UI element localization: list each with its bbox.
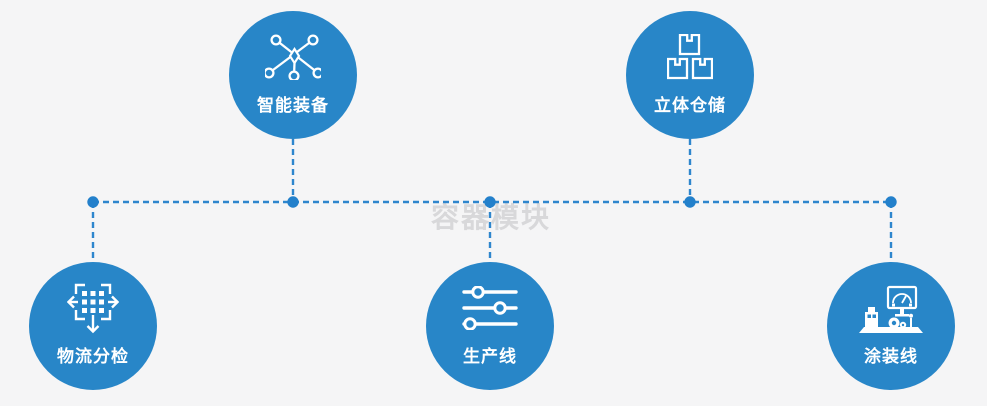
- node-label: 智能装备: [257, 96, 329, 116]
- junction-dot: [684, 196, 696, 208]
- node-smart-equipment[interactable]: 智能装备: [229, 11, 357, 139]
- network-nodes-icon: [265, 28, 321, 86]
- stacked-boxes-icon: [667, 28, 713, 86]
- node-label: 物流分检: [57, 347, 129, 367]
- junction-dot: [484, 196, 496, 208]
- node-label: 生产线: [463, 347, 517, 367]
- node-label: 涂装线: [864, 347, 918, 367]
- sorting-grid-arrows-icon: [67, 279, 119, 337]
- node-label: 立体仓储: [654, 96, 726, 116]
- node-stereo-warehouse[interactable]: 立体仓储: [626, 11, 754, 139]
- machine-monitor-icon: [858, 279, 924, 337]
- node-production-line[interactable]: 生产线: [426, 262, 554, 390]
- junction-dot: [287, 196, 299, 208]
- sliders-icon: [462, 279, 518, 337]
- node-logistics-sorting[interactable]: 物流分检: [29, 262, 157, 390]
- junction-dot: [87, 196, 99, 208]
- junction-dot: [885, 196, 897, 208]
- node-coating-line[interactable]: 涂装线: [827, 262, 955, 390]
